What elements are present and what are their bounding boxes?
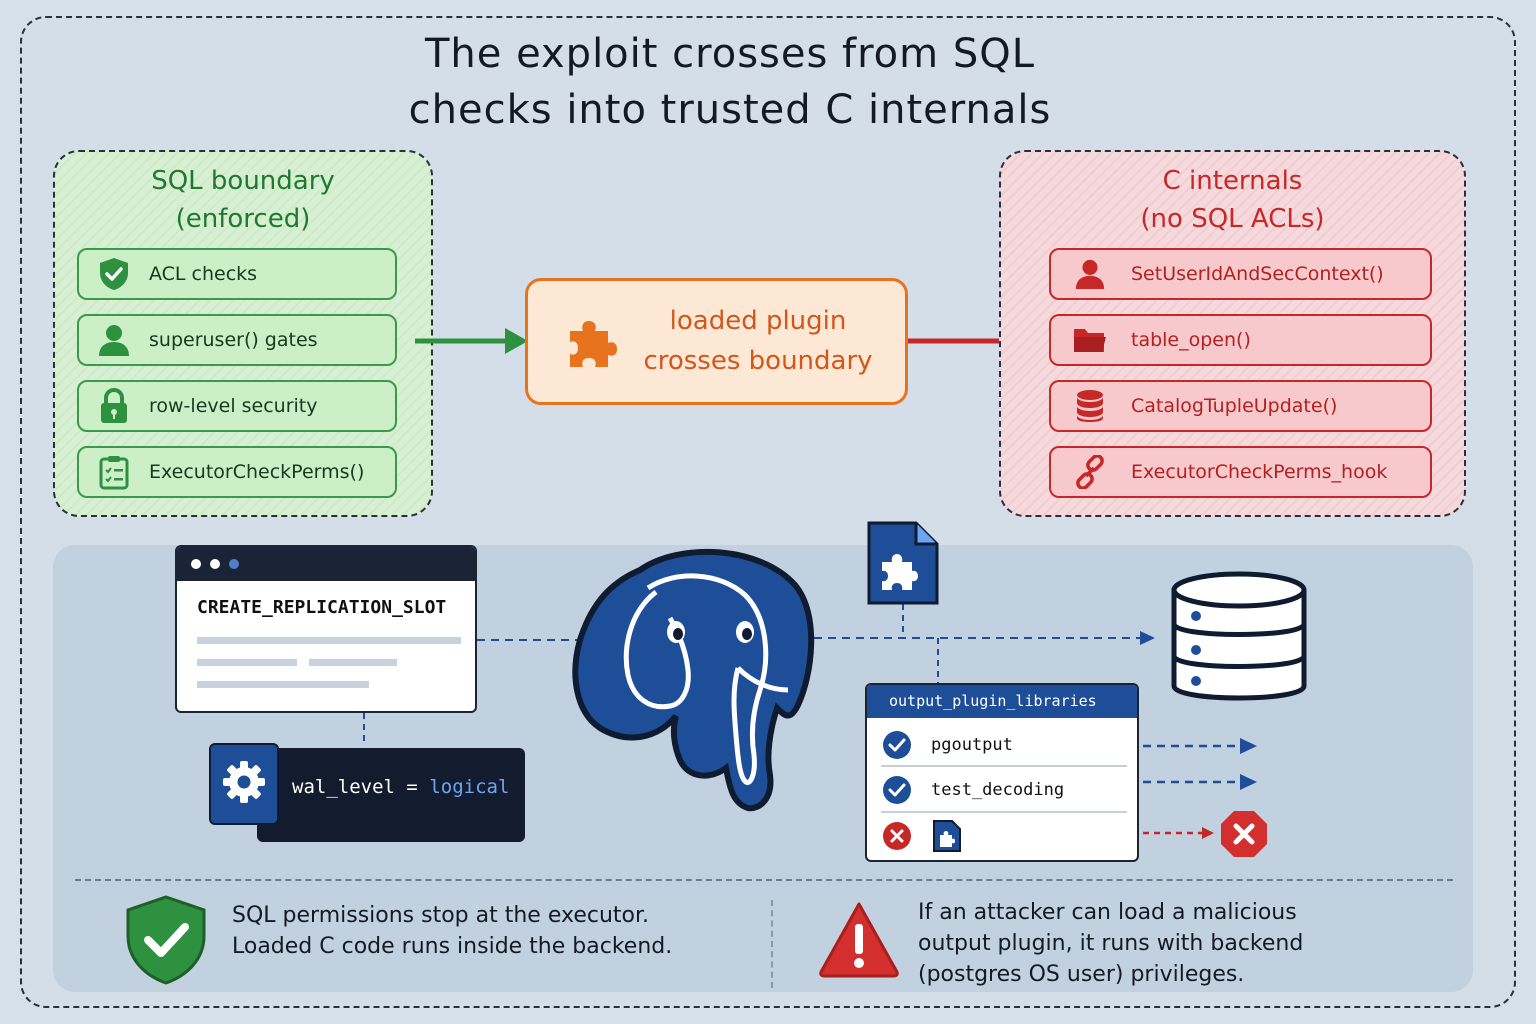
- text-line-placeholder: [197, 659, 297, 666]
- sql-item-row-level-security: row-level security: [77, 380, 397, 432]
- sql-item-label: ACL checks: [149, 263, 258, 285]
- clipboard-check-icon: [95, 453, 133, 491]
- row-divider: [881, 811, 1127, 813]
- title-line-2: checks into trusted C internals: [408, 87, 1052, 133]
- shield-check-icon: [126, 895, 206, 985]
- c-item-table-open: table_open(): [1049, 314, 1432, 366]
- database-icon: [1071, 387, 1109, 425]
- wal-level-box: [257, 748, 525, 842]
- sql-item-label: ExecutorCheckPerms(): [149, 461, 365, 483]
- plugin-label: loaded plugin crosses boundary: [623, 301, 893, 381]
- puzzle-file-icon: [931, 820, 963, 852]
- error-circle-icon: [881, 820, 913, 852]
- sql-boundary-heading-line-1: SQL boundary: [151, 166, 335, 196]
- wal-level-setting: wal_level = logical: [292, 776, 509, 798]
- notes-vertical-divider: [771, 900, 773, 988]
- left-note-line-2: Loaded C code runs inside the backend.: [232, 934, 673, 959]
- libraries-header: output_plugin_libraries: [867, 685, 1137, 718]
- c-item-catalog-tuple-update: CatalogTupleUpdate(): [1049, 380, 1432, 432]
- check-circle-icon: [881, 729, 913, 761]
- library-row-malicious-plugin: [881, 815, 1125, 857]
- wal-key: wal_level: [292, 776, 395, 798]
- left-note: SQL permissions stop at the executor. Lo…: [232, 900, 672, 962]
- postgres-elephant-icon: [572, 548, 815, 812]
- right-note-line-3: (postgres OS user) privileges.: [918, 962, 1245, 987]
- lock-icon: [95, 387, 133, 425]
- notes-divider: [75, 879, 1453, 881]
- gear-icon: [221, 759, 267, 809]
- user-icon: [1071, 255, 1109, 293]
- gear-tile: [209, 743, 279, 825]
- window-titlebar: [177, 547, 475, 581]
- c-item-label: table_open(): [1131, 329, 1251, 351]
- sql-item-superuser-gates: superuser() gates: [77, 314, 397, 366]
- c-internals-heading-line-2: (no SQL ACLs): [1140, 204, 1325, 234]
- plugin-file-icon: [867, 521, 939, 605]
- c-item-label: CatalogTupleUpdate(): [1131, 395, 1338, 417]
- wal-operator: =: [406, 776, 418, 798]
- text-line-placeholder: [309, 659, 397, 666]
- right-note-line-1: If an attacker can load a malicious: [918, 900, 1297, 925]
- c-internals-panel: C internals (no SQL ACLs) SetUserIdAndSe…: [999, 150, 1466, 517]
- puzzle-icon: [566, 317, 618, 373]
- sql-boundary-panel: SQL boundary (enforced) ACL checks super…: [53, 150, 433, 517]
- library-row-test-decoding: test_decoding: [881, 769, 1125, 811]
- check-circle-icon: [881, 774, 913, 806]
- output-plugin-libraries-panel: output_plugin_libraries pgoutput test_de…: [865, 683, 1139, 862]
- c-item-label: SetUserIdAndSecContext(): [1131, 263, 1384, 285]
- c-internals-heading: C internals (no SQL ACLs): [1001, 162, 1464, 238]
- link-icon: [1071, 453, 1109, 491]
- database-icon: [1171, 571, 1307, 701]
- sql-boundary-heading: SQL boundary (enforced): [55, 162, 431, 238]
- warning-icon: [819, 902, 899, 978]
- text-line-placeholder: [197, 637, 461, 644]
- row-divider: [881, 765, 1127, 767]
- sql-item-label: superuser() gates: [149, 329, 318, 351]
- library-label: test_decoding: [931, 780, 1065, 800]
- loaded-plugin-box: loaded plugin crosses boundary: [525, 278, 908, 405]
- replication-command: CREATE_REPLICATION_SLOT: [197, 597, 447, 618]
- c-item-label: ExecutorCheckPerms_hook: [1131, 461, 1388, 483]
- shield-check-icon: [95, 255, 133, 293]
- folder-icon: [1071, 321, 1109, 359]
- sql-item-acl-checks: ACL checks: [77, 248, 397, 300]
- user-icon: [95, 321, 133, 359]
- c-item-set-user-id: SetUserIdAndSecContext(): [1049, 248, 1432, 300]
- text-line-placeholder: [197, 681, 369, 688]
- wal-value: logical: [429, 776, 510, 798]
- window-dot-icon: [191, 559, 201, 569]
- sql-item-executor-check-perms: ExecutorCheckPerms(): [77, 446, 397, 498]
- right-note: If an attacker can load a malicious outp…: [918, 897, 1303, 990]
- title-line-1: The exploit crosses from SQL: [424, 31, 1035, 77]
- blocked-stop-icon: [1221, 811, 1267, 857]
- window-dot-icon: [210, 559, 220, 569]
- library-row-pgoutput: pgoutput: [881, 724, 1125, 766]
- library-label: pgoutput: [931, 735, 1013, 755]
- c-item-executor-hook: ExecutorCheckPerms_hook: [1049, 446, 1432, 498]
- replication-command-window: CREATE_REPLICATION_SLOT: [175, 545, 477, 713]
- plugin-label-line-2: crosses boundary: [643, 346, 873, 376]
- diagram-title: The exploit crosses from SQL checks into…: [300, 26, 1160, 138]
- c-internals-heading-line-1: C internals: [1162, 166, 1303, 196]
- plugin-label-line-1: loaded plugin: [669, 306, 847, 336]
- sql-boundary-heading-line-2: (enforced): [175, 204, 311, 234]
- left-note-line-1: SQL permissions stop at the executor.: [232, 903, 650, 928]
- green-arrow: [415, 328, 528, 354]
- sql-item-label: row-level security: [149, 395, 318, 417]
- right-note-line-2: output plugin, it runs with backend: [918, 931, 1304, 956]
- window-dot-icon: [229, 559, 239, 569]
